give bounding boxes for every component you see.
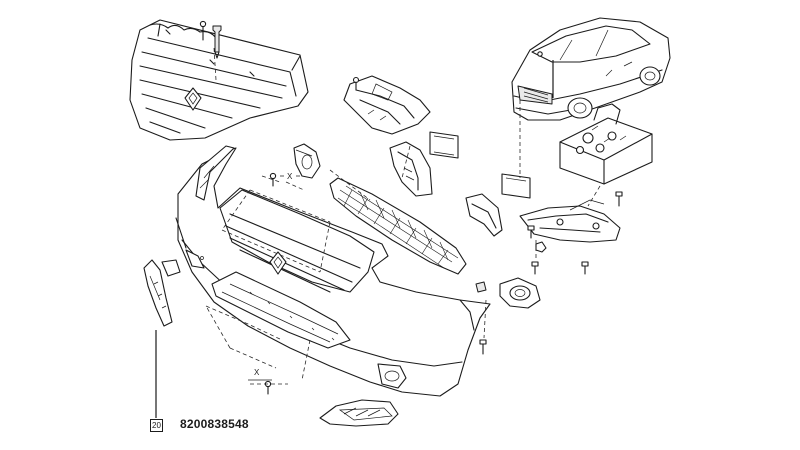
bumper-side-strip — [195, 145, 235, 201]
x-marker-top: X — [280, 172, 300, 181]
right-bumper-bracket — [519, 199, 621, 243]
fastener-kit-box — [559, 103, 653, 185]
bolt-right-3 — [531, 261, 539, 275]
right-fog-lamp-bracket — [465, 193, 503, 237]
part-number-label: 8200838548 — [180, 417, 249, 431]
side-guide-bracket — [389, 141, 433, 197]
bumper-clip-left — [161, 259, 181, 277]
bolt-right-1 — [615, 191, 623, 207]
assembly-guide-lines — [205, 100, 601, 385]
svg-text:X: X — [254, 368, 260, 377]
car-illustration — [511, 17, 671, 121]
mounting-pad — [429, 131, 459, 159]
fog-clip-right — [475, 281, 487, 293]
bolt-bottom-x — [264, 380, 272, 395]
upper-support-bracket — [343, 75, 431, 135]
reflector-plate — [501, 173, 531, 199]
bolt-top-x — [269, 172, 277, 187]
front-bumper-cover — [170, 147, 491, 397]
grille-push-clip — [212, 25, 222, 59]
bolt-right-4 — [581, 261, 589, 275]
callout-number-box: 20 — [150, 419, 163, 432]
svg-text:X: X — [287, 172, 293, 181]
left-fog-lamp-bracket — [293, 143, 321, 179]
bolt-right-2 — [527, 225, 535, 239]
fog-lamp-bezel — [319, 399, 399, 427]
grille-screw — [199, 20, 207, 41]
upper-radiator-grille — [129, 19, 309, 141]
lower-mesh-grille — [329, 177, 467, 275]
fog-lamp-ring — [499, 277, 541, 309]
nut-right — [535, 241, 547, 253]
x-marker-bottom: X — [248, 368, 272, 381]
left-side-bracket — [143, 259, 173, 327]
bolt-bumper-right — [479, 339, 487, 355]
